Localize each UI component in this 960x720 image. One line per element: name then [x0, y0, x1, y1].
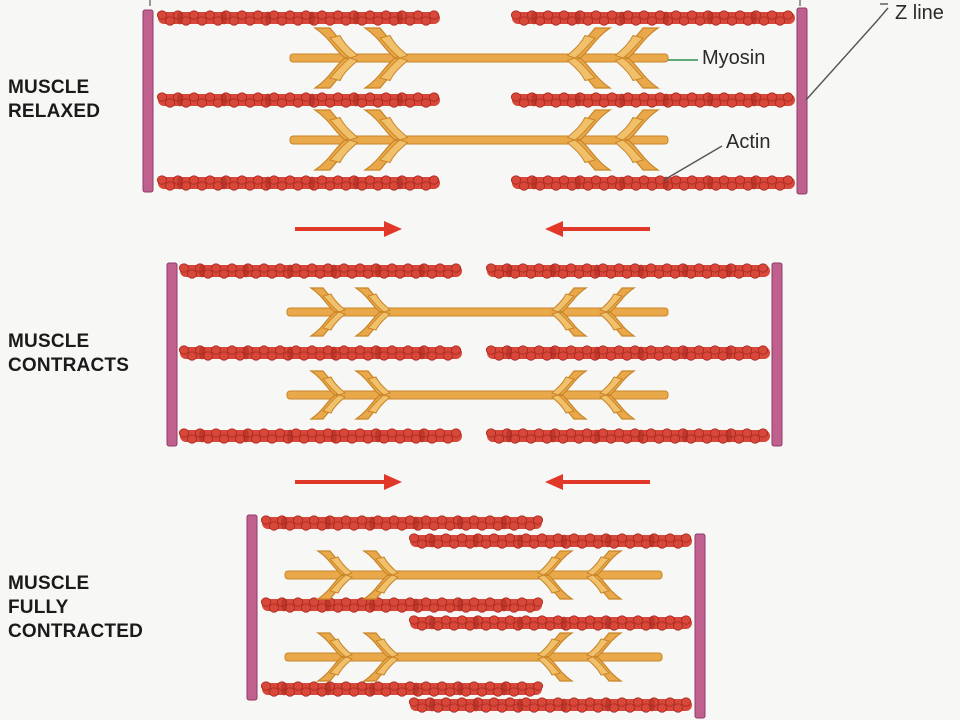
myosin-filament: [286, 287, 669, 337]
contraction-arrow: [545, 221, 650, 237]
myosin-head-cluster: [363, 27, 409, 89]
myosin-head-cluster: [309, 287, 346, 337]
actin-filament: [178, 263, 462, 279]
actin-filament: [260, 597, 544, 613]
panel-contracts: [166, 262, 783, 447]
myosin-head-cluster: [566, 27, 612, 89]
myosin-head-cluster: [363, 109, 409, 171]
myosin-head-cluster: [537, 632, 574, 682]
label-muscle-contracts: MUSCLE CONTRACTS: [8, 331, 130, 376]
contraction-arrow: [295, 474, 402, 490]
actin-filament: [510, 92, 795, 108]
myosin-head-cluster: [362, 632, 399, 682]
z-line: [796, 7, 808, 195]
panel-fully-contracted: [246, 514, 706, 719]
z-line: [246, 514, 258, 701]
actin-filament: [178, 345, 462, 361]
myosin-head-cluster: [354, 287, 391, 337]
callout-z-line: Z line: [895, 2, 944, 24]
myosin-head-cluster: [309, 370, 346, 420]
myosin-head-cluster: [313, 109, 359, 171]
myosin-head-cluster: [362, 550, 399, 600]
actin-leader: [663, 145, 723, 181]
label-muscle-fully-contracted: MUSCLE FULLY CONTRACTED: [8, 573, 143, 642]
myosin-head-cluster: [551, 287, 588, 337]
actin-filament: [485, 345, 770, 361]
myosin-head-cluster: [614, 27, 660, 89]
myosin-filament: [286, 370, 669, 420]
contraction-arrow: [295, 221, 402, 237]
actin-filament: [485, 428, 770, 444]
myosin-head-cluster: [551, 370, 588, 420]
actin-filament: [156, 10, 440, 26]
actin-filament: [510, 10, 795, 26]
myosin-head-cluster: [313, 27, 359, 89]
contraction-arrow: [545, 474, 650, 490]
arrows-row-2: [295, 474, 650, 490]
actin-filament: [408, 533, 692, 549]
myosin-filament: [289, 109, 669, 171]
myosin-filament: [284, 632, 663, 682]
actin-filament: [260, 515, 544, 531]
callout-myosin: Myosin: [702, 47, 766, 69]
z-line: [771, 262, 783, 447]
actin-filament: [510, 175, 795, 191]
z-line-leader: [805, 7, 889, 101]
filaments-layer: [142, 7, 808, 719]
myosin-head-cluster: [586, 632, 623, 682]
actin-filament: [156, 92, 440, 108]
z-line: [694, 533, 706, 719]
actin-filament: [408, 615, 692, 631]
actin-filament: [178, 428, 462, 444]
z-line: [166, 262, 178, 447]
myosin-head-cluster: [537, 550, 574, 600]
myosin-head-cluster: [586, 550, 623, 600]
actin-filament: [408, 697, 692, 713]
myosin-head-cluster: [316, 632, 353, 682]
arrows-row-1: [295, 221, 650, 237]
myosin-filament: [289, 27, 669, 89]
actin-filament: [156, 175, 440, 191]
myosin-head-cluster: [316, 550, 353, 600]
myosin-filament: [284, 550, 663, 600]
callout-lines: [149, 0, 889, 181]
panel-relaxed: [142, 7, 808, 195]
label-muscle-relaxed: MUSCLE RELAXED: [8, 77, 101, 122]
actin-filament: [260, 681, 544, 697]
myosin-head-cluster: [599, 370, 636, 420]
actin-filament: [485, 263, 770, 279]
myosin-head-cluster: [354, 370, 391, 420]
myosin-head-cluster: [599, 287, 636, 337]
callout-actin: Actin: [726, 131, 771, 153]
z-line: [142, 9, 154, 193]
myosin-head-cluster: [566, 109, 612, 171]
myosin-head-cluster: [614, 109, 660, 171]
